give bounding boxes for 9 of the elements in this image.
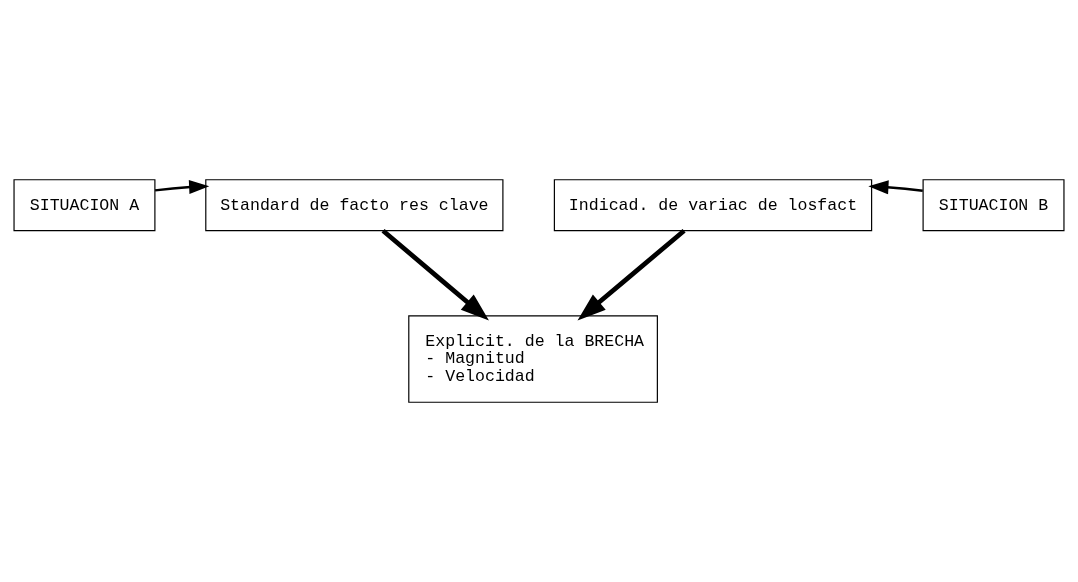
- node-box: Indicad. de variac de losfact: [553, 179, 873, 232]
- arrow: [577, 228, 686, 321]
- node-box: Explicit. de la BRECHA - Magnitud - Velocidad: [408, 315, 658, 403]
- arrow: [868, 180, 923, 195]
- arrow: [154, 180, 210, 195]
- node-box: SITUACION B: [922, 179, 1065, 232]
- node-box: Standard de facto res clave: [205, 179, 504, 232]
- node-box: SITUACION A: [13, 179, 156, 232]
- arrow: [381, 228, 489, 321]
